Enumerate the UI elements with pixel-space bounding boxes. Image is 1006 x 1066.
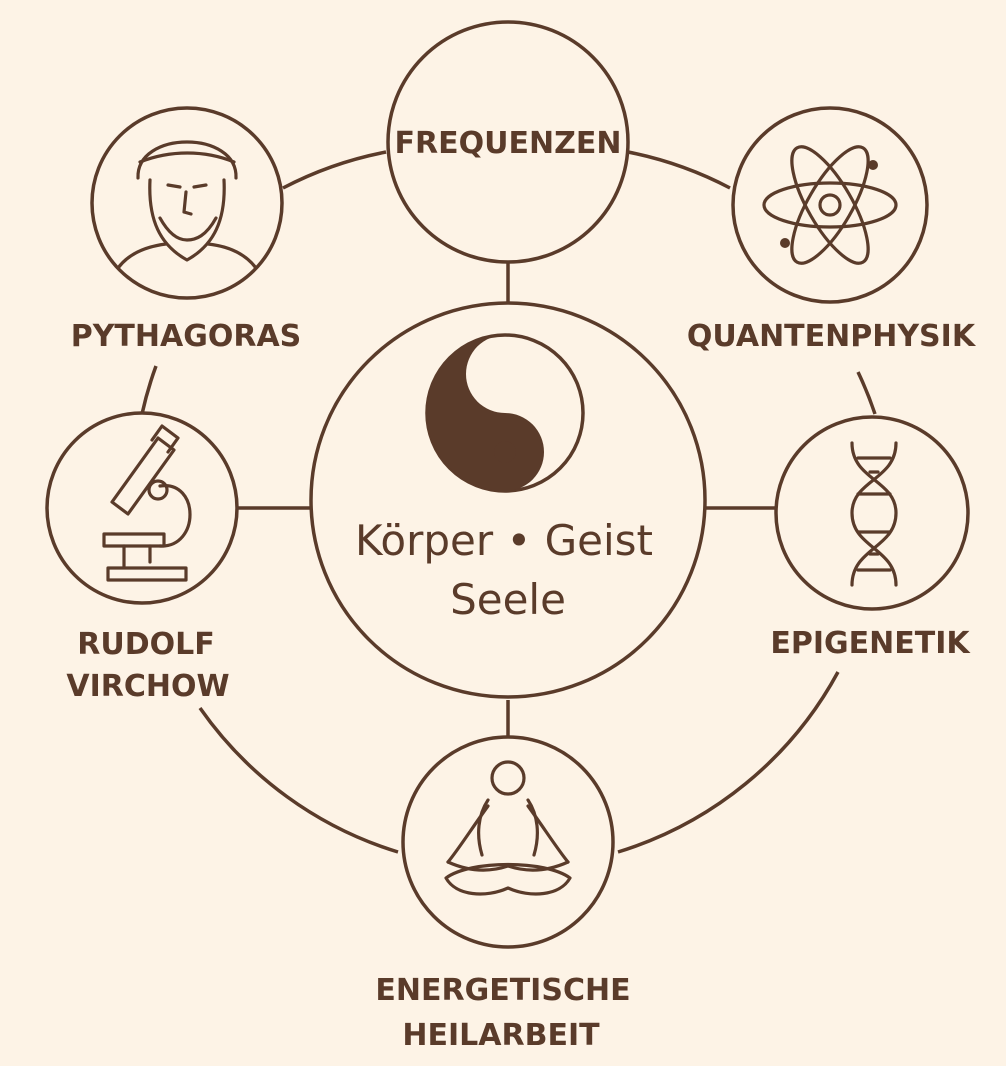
meditating-person-icon bbox=[444, 760, 572, 896]
dna-icon bbox=[850, 441, 898, 587]
node-quantenphysik: QUANTENPHYSIK bbox=[687, 106, 977, 354]
node-pythagoras: PYTHAGORAS bbox=[71, 106, 302, 354]
frequenzen-label: FREQUENZEN bbox=[395, 126, 622, 161]
virchow-label-line2: VIRCHOW bbox=[66, 669, 229, 704]
node-epigenetik: EPIGENETIK bbox=[770, 415, 971, 661]
center-label-line1: Körper • Geist bbox=[355, 516, 653, 565]
virchow-label-line1: RUDOLF bbox=[77, 627, 214, 662]
center-label-line2: Seele bbox=[450, 575, 566, 624]
atom-icon bbox=[762, 145, 898, 265]
microscope-icon bbox=[102, 424, 192, 582]
node-heilarbeit: ENERGETISCHE HEILARBEIT bbox=[375, 735, 631, 1053]
yin-yang-icon bbox=[425, 333, 585, 493]
heilarbeit-label-line2: HEILARBEIT bbox=[402, 1018, 600, 1053]
node-frequenzen: FREQUENZEN bbox=[386, 20, 630, 264]
heilarbeit-label-line1: ENERGETISCHE bbox=[375, 973, 630, 1008]
pythagoras-label: PYTHAGORAS bbox=[71, 319, 302, 354]
epigenetik-label: EPIGENETIK bbox=[770, 626, 971, 661]
center-node: Körper • Geist Seele bbox=[309, 301, 707, 699]
node-virchow: RUDOLF VIRCHOW bbox=[45, 411, 239, 704]
bearded-man-portrait-icon bbox=[116, 140, 258, 270]
quantenphysik-label: QUANTENPHYSIK bbox=[687, 319, 977, 354]
